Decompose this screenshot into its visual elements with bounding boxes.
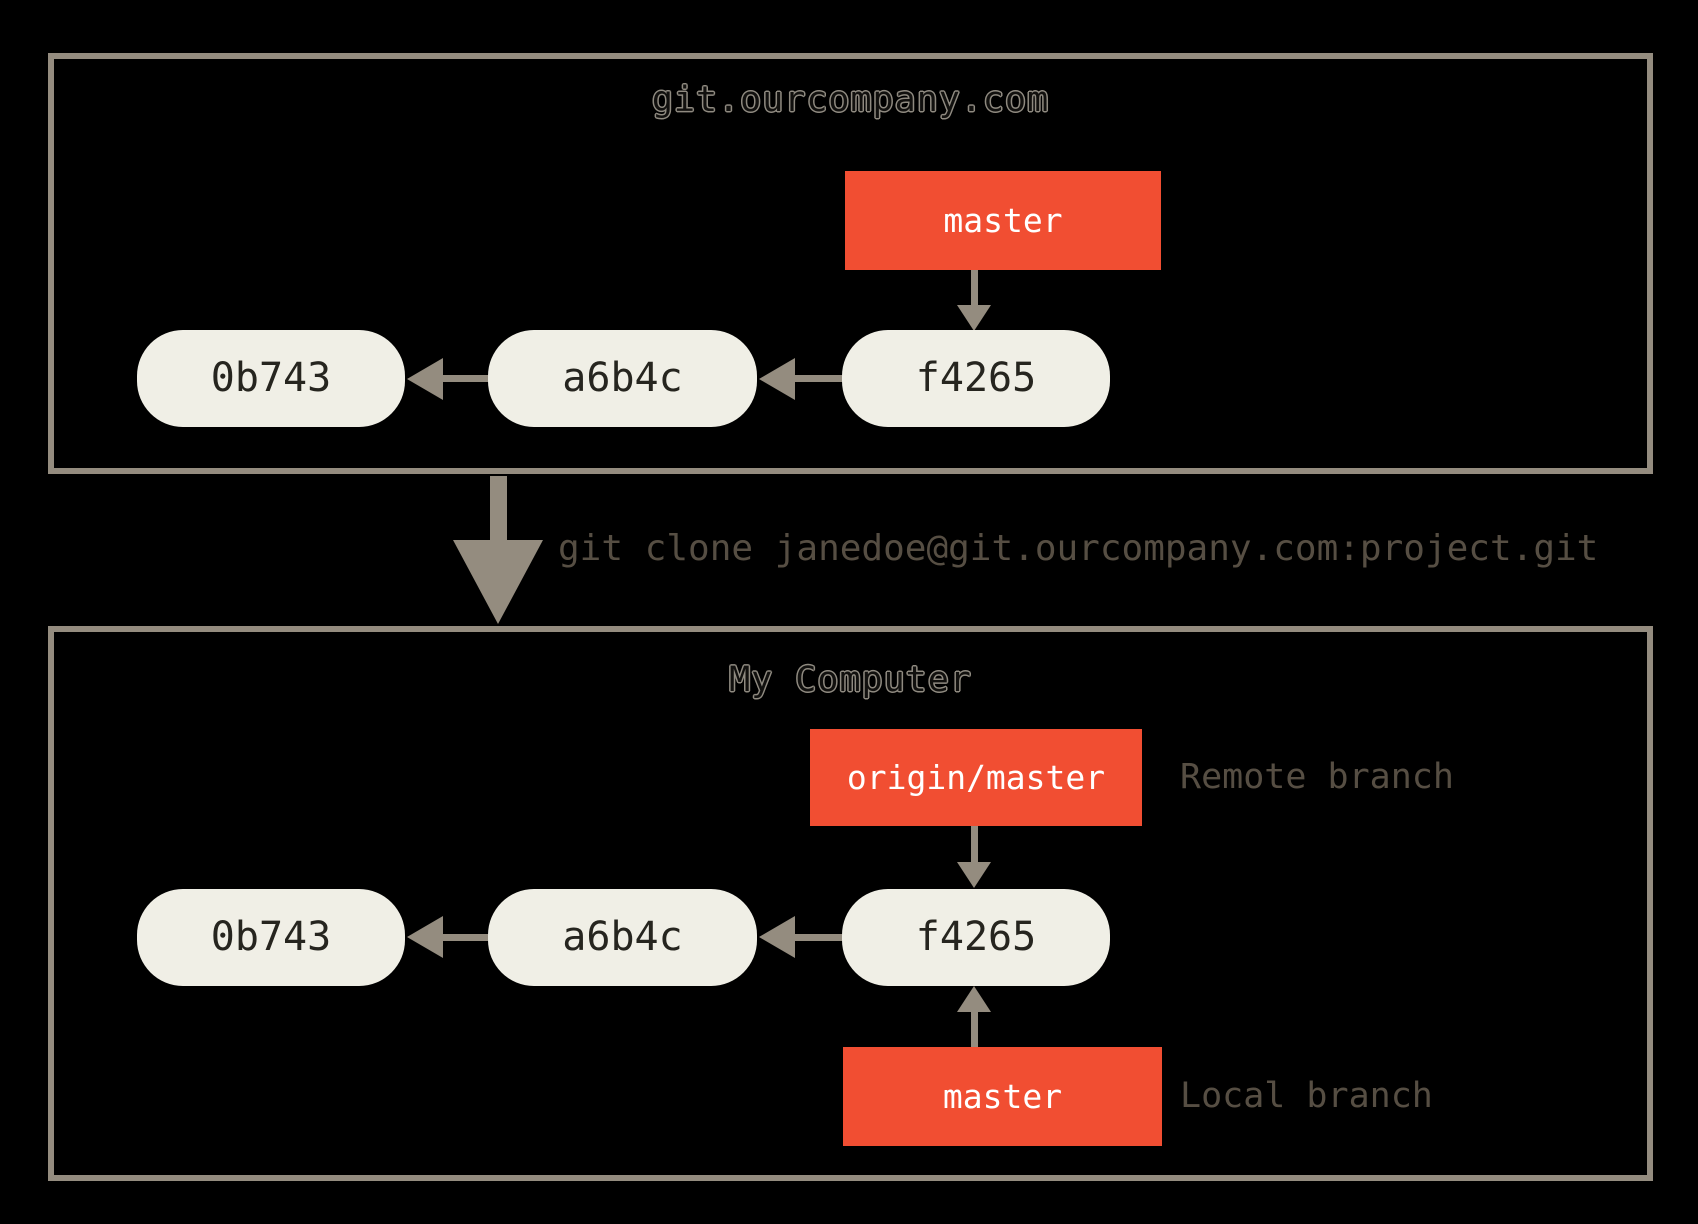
parent-arrowhead-icon bbox=[407, 916, 443, 958]
commit-node: a6b4c bbox=[488, 330, 757, 427]
branch-pointer-arrowhead-icon bbox=[957, 862, 991, 888]
local-branch-arrow-shaft bbox=[971, 1012, 978, 1047]
branch-pointer-arrow-shaft bbox=[971, 826, 978, 862]
branch-pointer-arrowhead-icon bbox=[957, 305, 991, 331]
parent-arrow-shaft bbox=[443, 934, 488, 941]
parent-arrowhead-icon bbox=[407, 358, 443, 400]
parent-arrowhead-icon bbox=[759, 358, 795, 400]
origin-master-branch-label: origin/master bbox=[810, 729, 1142, 826]
local-branch-arrowhead-icon bbox=[957, 986, 991, 1012]
local-repo-box: My Computer origin/master Remote branch … bbox=[48, 626, 1653, 1181]
remote-master-branch-label: master bbox=[845, 171, 1161, 270]
remote-repo-title: git.ourcompany.com bbox=[651, 80, 1050, 120]
commit-node: a6b4c bbox=[488, 889, 757, 986]
remote-branch-annotation: Remote branch bbox=[1180, 757, 1454, 797]
clone-command-text: git clone janedoe@git.ourcompany.com:pro… bbox=[558, 528, 1599, 569]
clone-arrow-shaft bbox=[490, 476, 507, 540]
clone-arrowhead-icon bbox=[453, 540, 543, 624]
commit-node: 0b743 bbox=[137, 889, 405, 986]
commit-node: f4265 bbox=[842, 330, 1110, 427]
parent-arrowhead-icon bbox=[759, 916, 795, 958]
parent-arrow-shaft bbox=[795, 375, 842, 382]
commit-node: f4265 bbox=[842, 889, 1110, 986]
parent-arrow-shaft bbox=[795, 934, 842, 941]
local-branch-annotation: Local branch bbox=[1180, 1076, 1433, 1116]
commit-node: 0b743 bbox=[137, 330, 405, 427]
branch-pointer-arrow-shaft bbox=[971, 270, 978, 305]
remote-repo-box: git.ourcompany.com master 0b743 a6b4c f4… bbox=[48, 53, 1653, 474]
parent-arrow-shaft bbox=[443, 375, 488, 382]
local-repo-title: My Computer bbox=[729, 660, 972, 700]
local-master-branch-label: master bbox=[843, 1047, 1162, 1146]
